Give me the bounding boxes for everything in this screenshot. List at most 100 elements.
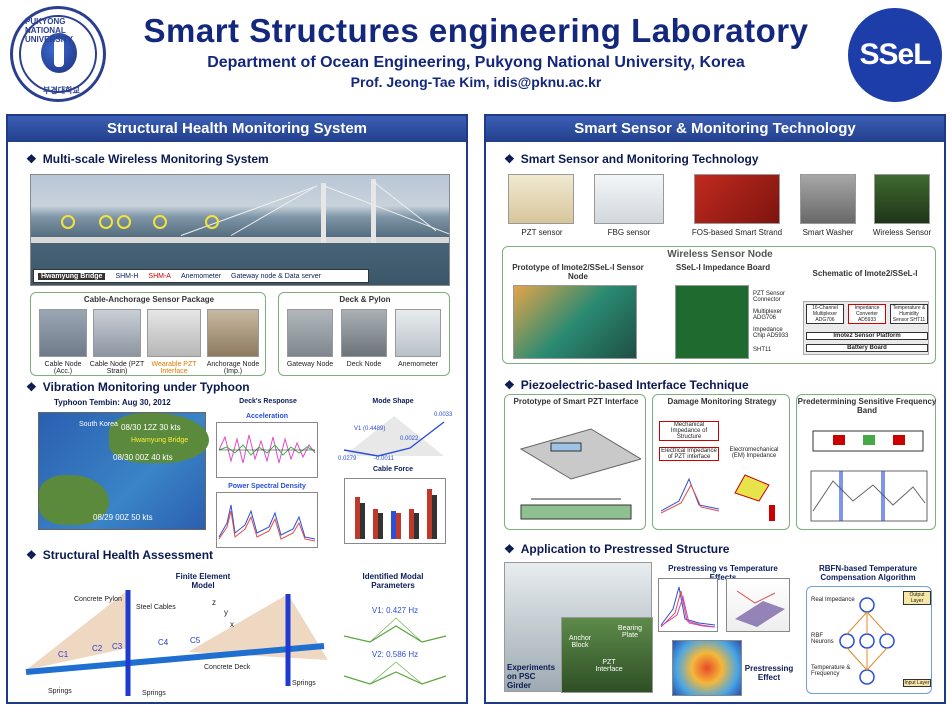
sch-label: Impedance Converter AD5933 bbox=[848, 304, 886, 324]
wearable-pzt-photo bbox=[147, 309, 201, 357]
prestress-effect-label: Prestressing Effect bbox=[744, 664, 794, 682]
fe-model-figure: Concrete Pylon Steel Cables Concrete Dec… bbox=[18, 590, 328, 702]
bridge-cable bbox=[372, 181, 437, 232]
deck-item-label: Deck Node bbox=[346, 361, 382, 368]
sensor-label: PZT sensor bbox=[521, 228, 563, 237]
mode-v1-shape bbox=[343, 617, 447, 643]
schematic-title: Schematic of Imote2/SSeL-I bbox=[812, 269, 918, 278]
imp-label: Impedance Chip AD5933 bbox=[753, 327, 789, 339]
bullet-icon: ❖ bbox=[26, 380, 37, 394]
fe-label: Springs bbox=[292, 680, 316, 687]
sensor-node-photo bbox=[513, 285, 637, 359]
wireless-sensor-node-box: Wireless Sensor Node Prototype of Imote2… bbox=[502, 246, 936, 364]
impedance-title: SSeL-I Impedance Board bbox=[675, 263, 771, 272]
section-application: ❖Application to Prestressed Structure bbox=[504, 542, 730, 556]
left-panel: Structural Health Monitoring System ❖Mul… bbox=[6, 114, 468, 704]
freq-band-box: Predetermining Sensitive Frequency Band bbox=[796, 394, 936, 530]
logo-text-bottom: 부경대학교 bbox=[43, 86, 80, 95]
psc-girder-photo: Anchor Block Bearing Plate PZT Interface… bbox=[504, 562, 653, 693]
bridge-photo: Hwamyung Bridge SHM-H SHM-A Anemometer G… bbox=[30, 174, 450, 286]
cable-item-label: Anchorage Node (Imp.) bbox=[206, 361, 260, 375]
mode-v2: V2: 0.586 Hz bbox=[371, 650, 419, 659]
cable-id: C2 bbox=[92, 644, 103, 653]
mode-value: 0.0033 bbox=[434, 412, 453, 418]
fe-label: Concrete Deck bbox=[204, 664, 251, 671]
anchor-label: Anchor Block bbox=[568, 635, 592, 649]
bridge-deck bbox=[31, 237, 449, 243]
pzt-interface-box: Prototype of Smart PZT Interface bbox=[504, 394, 646, 530]
fe-label: Springs bbox=[48, 688, 72, 695]
psd-chart: Power Spectral Density bbox=[216, 483, 318, 548]
sensor-marker bbox=[99, 215, 113, 229]
sensor-label: Smart Washer bbox=[802, 228, 854, 237]
section-smart-sensor: ❖Smart Sensor and Monitoring Technology bbox=[504, 152, 759, 166]
damage-chart bbox=[660, 474, 775, 521]
map-label: Hwamyung Bridge bbox=[131, 437, 189, 444]
fos-strand-photo bbox=[694, 174, 780, 224]
bridge-cable bbox=[180, 185, 318, 236]
fe-label: Concrete Pylon bbox=[74, 596, 122, 603]
rbfn-label: Real Impedance bbox=[811, 597, 855, 603]
poster-title: Smart Structures engineering Laboratory bbox=[143, 12, 809, 49]
sch-label: Imote2 Sensor Platform bbox=[806, 332, 928, 340]
pzt-diagram bbox=[519, 428, 641, 520]
map-label: 08/30 00Z 40 kts bbox=[113, 453, 173, 462]
bullet-icon: ❖ bbox=[504, 378, 515, 392]
fe-label: Springs bbox=[142, 690, 166, 697]
map-label: 08/30 12Z 30 kts bbox=[121, 423, 181, 432]
wireless-sensor-photo bbox=[874, 174, 930, 224]
deck-node-photo bbox=[341, 309, 387, 357]
left-panel-title: Structural Health Monitoring System bbox=[8, 116, 466, 142]
rbfn-title: RBFN-based Temperature Compensation Algo… bbox=[818, 564, 918, 582]
bullet-icon: ❖ bbox=[504, 152, 515, 166]
fe-label: Steel Cables bbox=[136, 604, 176, 611]
sch-label: Battery Board bbox=[806, 344, 928, 352]
pvt-surface bbox=[735, 590, 785, 627]
sensor-marker bbox=[61, 215, 75, 229]
freq-band-title: Predetermining Sensitive Frequency Band bbox=[797, 397, 937, 415]
map-land bbox=[109, 413, 209, 463]
schematic-diagram: 16-Channel Multiplexer ADG706 Impedance … bbox=[803, 301, 929, 355]
logo-text-top: PUKYONG NATIONAL UNIVERSITY bbox=[25, 17, 74, 44]
rbfn-label: RBF Neurons bbox=[811, 633, 834, 645]
section-piezoelectric: ❖Piezoelectric-based Interface Technique bbox=[504, 378, 749, 392]
gateway-node-photo bbox=[287, 309, 333, 357]
logo-emblem bbox=[41, 33, 77, 73]
pvt-title: Prestressing vs Temperature Effects bbox=[668, 564, 778, 582]
right-panel: Smart Sensor & Monitoring Technology ❖Sm… bbox=[484, 114, 946, 704]
pvt-impedance-trace bbox=[660, 586, 716, 628]
pvt-surface-chart bbox=[726, 578, 790, 632]
mode-value: 0.0022 bbox=[400, 436, 419, 442]
sch-label: 16-Channel Multiplexer ADG706 bbox=[806, 304, 844, 324]
legend-anemometer: Anemometer bbox=[180, 272, 222, 280]
legend-gateway: Gateway node & Data server bbox=[231, 272, 321, 280]
imp-label: Multiplexer ADG706 bbox=[753, 309, 783, 321]
deck-item-label: Anemometer bbox=[397, 361, 439, 368]
identified-params-title: Identified Modal Parameters bbox=[362, 572, 424, 590]
bullet-icon: ❖ bbox=[26, 152, 37, 166]
cable-package-title: Cable-Anchorage Sensor Package bbox=[83, 295, 215, 304]
pzt-strain-photo bbox=[93, 309, 141, 357]
axis-label: y bbox=[224, 608, 228, 617]
imp-label: PZT Sensor Connector bbox=[753, 291, 785, 303]
damage-title: Damage Monitoring Strategy bbox=[667, 397, 777, 406]
right-panel-title: Smart Sensor & Monitoring Technology bbox=[486, 116, 944, 142]
rbfn-label: Temperature & Frequency bbox=[811, 665, 851, 677]
cable-item-label: Cable Node (Acc.) bbox=[44, 361, 82, 375]
sensor-label: FBG sensor bbox=[607, 228, 651, 237]
sensor-label: Wireless Sensor bbox=[872, 228, 932, 237]
bridge-pylon bbox=[321, 183, 326, 243]
cable-item-label: Wearable PZT Interface bbox=[151, 361, 197, 375]
axis-label: x bbox=[230, 620, 234, 629]
mode-shape-title: Mode Shape bbox=[372, 398, 414, 405]
mode-shape-chart: V1 (0.4489) 0.0022 -0.0011 0.0033 0.0279 bbox=[338, 412, 453, 464]
typhoon-map: South Korea Hwamyung Bridge 08/30 12Z 30… bbox=[38, 412, 209, 530]
poster-header: PUKYONG NATIONAL UNIVERSITY 부경대학교 Smart … bbox=[0, 0, 952, 110]
bullet-icon: ❖ bbox=[504, 542, 515, 556]
deck-pylon-title: Deck & Pylon bbox=[339, 295, 391, 304]
sch-label: Temperature & Humidity Sensor SHT11 bbox=[890, 304, 928, 324]
wsn-title: Wireless Sensor Node bbox=[667, 249, 773, 260]
rbfn-label: Input Layer bbox=[903, 679, 931, 687]
fe-model-title: Finite Element Model bbox=[175, 572, 231, 590]
deck-pylon-box: Deck & Pylon Gateway Node Deck Node Anem… bbox=[278, 292, 450, 376]
